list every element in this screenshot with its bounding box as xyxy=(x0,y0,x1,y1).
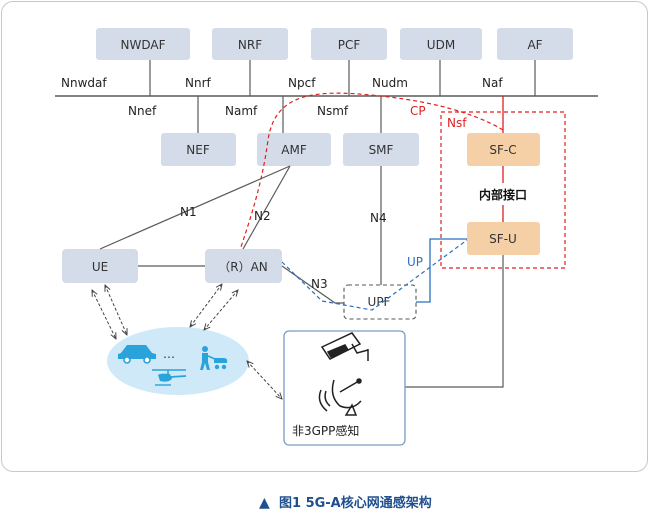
ue-node[interactable]: UE xyxy=(62,249,138,283)
sensing-signal-arrows xyxy=(92,284,282,399)
link-n3 xyxy=(281,265,344,304)
iface-naf: Naf xyxy=(482,76,503,90)
upf-label: UPF xyxy=(368,295,391,309)
satellite-dish-icon xyxy=(318,378,362,416)
sensing-targets-ellipse xyxy=(107,327,249,395)
iface-namf: Namf xyxy=(225,104,258,118)
n1-label: N1 xyxy=(180,205,197,219)
core-nf-label: AF xyxy=(527,38,542,52)
devices-ellipsis: … xyxy=(163,347,175,361)
link-n1 xyxy=(99,165,291,250)
upf-sfu-link xyxy=(416,238,467,303)
car-icon xyxy=(118,345,156,364)
helicopter-icon xyxy=(152,369,187,386)
non3gpp-sensing-box[interactable]: 非3GPP感知 xyxy=(283,330,406,446)
nf-label: SMF xyxy=(369,143,394,157)
iface-nnwdaf: Nnwdaf xyxy=(61,76,107,90)
bus-connectors xyxy=(149,60,536,133)
core-nf-pcf[interactable]: PCF xyxy=(311,28,387,60)
internal-interface-label: 内部接口 xyxy=(479,187,527,202)
nf-amf[interactable]: AMF xyxy=(257,133,331,166)
core-nf-label: UDM xyxy=(427,38,455,52)
figure-caption: 图1 5G-A核心网通感架构 xyxy=(279,495,432,511)
link-n2 xyxy=(242,165,291,250)
core-nf-label: NWDAF xyxy=(121,38,166,52)
core-nf-af[interactable]: AF xyxy=(497,28,573,60)
an-node[interactable]: （R）AN xyxy=(205,249,282,283)
caption-marker: ▲ xyxy=(259,495,270,511)
ue-label: UE xyxy=(92,260,108,274)
pedestrian-stroller-icon xyxy=(200,346,228,370)
non3gpp-label: 非3GPP感知 xyxy=(292,423,359,438)
core-nf-label: NRF xyxy=(238,38,262,52)
sf-c[interactable]: SF-C xyxy=(467,133,540,166)
iface-nnrf: Nnrf xyxy=(185,76,212,90)
sfu-non3gpp-link xyxy=(405,255,504,388)
up-label: UP xyxy=(407,255,423,269)
n4-label: N4 xyxy=(370,211,387,225)
camera-icon xyxy=(320,332,369,361)
core-nf-label: PCF xyxy=(338,38,361,52)
sf-u-label: SF-U xyxy=(489,232,517,246)
iface-npcf: Npcf xyxy=(288,76,316,90)
nf-label: NEF xyxy=(186,143,210,157)
iface-nsmf: Nsmf xyxy=(317,104,349,118)
iface-nnef: Nnef xyxy=(128,104,157,118)
upf-node[interactable]: UPF xyxy=(343,284,417,320)
an-label: （R）AN xyxy=(218,260,268,274)
cp-label: CP xyxy=(410,104,426,118)
nf-label: AMF xyxy=(281,143,307,157)
core-nf-udm[interactable]: UDM xyxy=(400,28,482,60)
control-plane-path xyxy=(235,92,504,263)
core-nf-nwdaf[interactable]: NWDAF xyxy=(96,28,190,60)
sf-c-label: SF-C xyxy=(489,143,516,157)
nsf-label: Nsf xyxy=(447,116,467,130)
n2-label: N2 xyxy=(254,209,271,223)
core-nf-nrf[interactable]: NRF xyxy=(212,28,288,60)
sf-u[interactable]: SF-U xyxy=(467,222,540,255)
n3-label: N3 xyxy=(311,277,328,291)
nf-smf[interactable]: SMF xyxy=(343,133,419,166)
iface-nudm: Nudm xyxy=(372,76,408,90)
nf-nef[interactable]: NEF xyxy=(161,133,236,166)
